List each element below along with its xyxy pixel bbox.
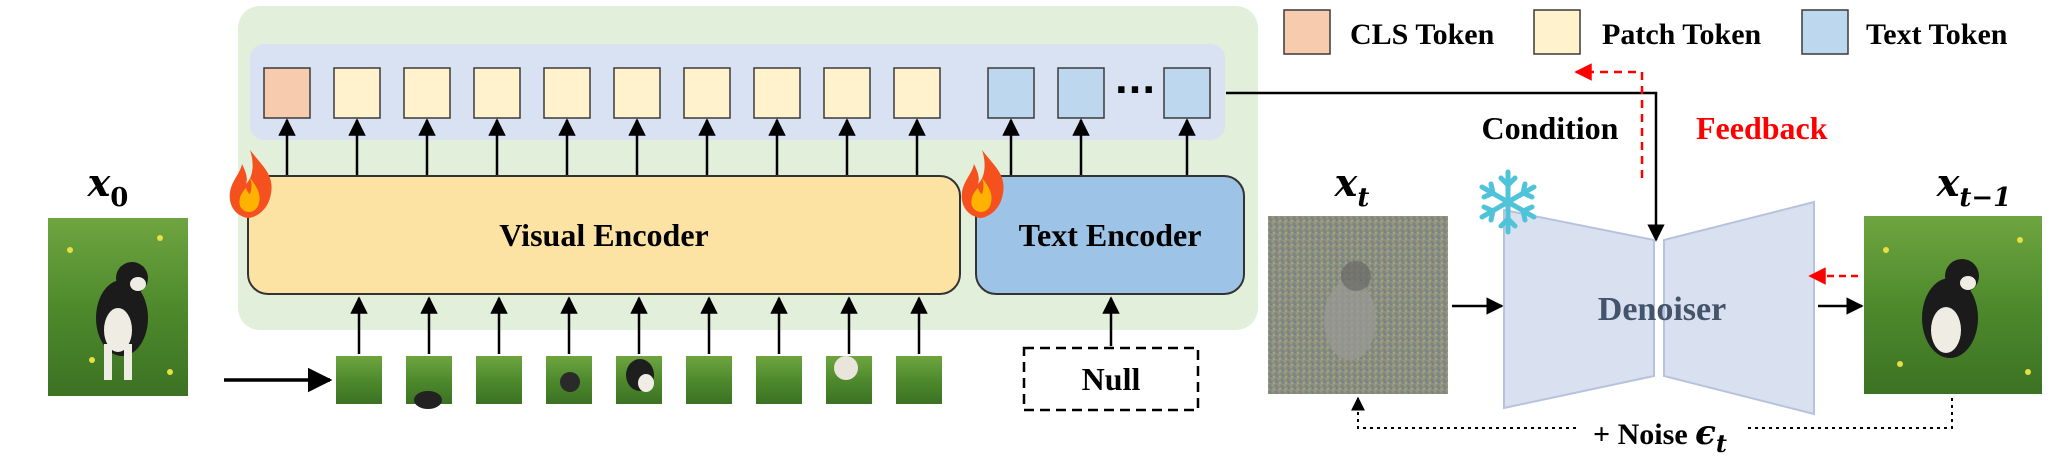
text-token [1163, 67, 1211, 119]
image-patch [476, 356, 522, 404]
patch-to-encoder-arrows [350, 296, 928, 354]
null-label: Null [1082, 361, 1141, 397]
patch-token [683, 67, 731, 119]
text-encoder-box [975, 175, 1245, 295]
legend-patch-label: Patch Token [1602, 18, 1762, 51]
condition-label: Condition [1482, 110, 1619, 146]
image-patch [756, 356, 802, 404]
condition-arrow [1226, 91, 1665, 242]
snowflake-icon [1479, 169, 1537, 235]
xt-label: xt [1334, 160, 1370, 213]
x0-label: x0 [87, 160, 129, 213]
image-patch [686, 356, 732, 404]
legend-patch-swatch [1533, 9, 1581, 55]
visual-encoder-label: Visual Encoder [499, 217, 709, 253]
image-patch [896, 356, 942, 404]
noise-loop-left [1351, 396, 1576, 429]
noise-loop-right [1744, 398, 1953, 429]
token-row: ··· [263, 67, 1211, 119]
patch-token [753, 67, 801, 119]
denoised-image-xt1 [1864, 216, 2042, 394]
text-token [987, 67, 1035, 119]
patch-token [613, 67, 661, 119]
encoder-to-token-arrows [278, 118, 1196, 176]
xt1-label: xt−1 [1936, 160, 2012, 213]
denoiser: Denoiser [1503, 200, 1815, 416]
noise-label: + Noise ϵt [1593, 413, 1727, 458]
feedback-label: Feedback [1696, 110, 1828, 146]
denoiser-label: Denoiser [1598, 291, 1726, 328]
legend-cls-swatch [1283, 9, 1331, 55]
null-box [1022, 346, 1200, 412]
patch-token [823, 67, 871, 119]
legend: CLS Token Patch Token Text Token [1283, 9, 2008, 55]
patch-token [473, 67, 521, 119]
visual-encoder-box [247, 175, 961, 295]
legend-text-label: Text Token [1866, 18, 2008, 51]
cls-token [263, 67, 311, 119]
noisy-image-xt [1268, 216, 1448, 394]
patch-token [333, 67, 381, 119]
patch-token [403, 67, 451, 119]
image-patch [336, 356, 382, 404]
patch-token [543, 67, 591, 119]
clean-image-x0 [48, 218, 188, 396]
text-token [1057, 67, 1105, 119]
feedback-arrow [1574, 63, 1644, 178]
image-patches [336, 356, 942, 409]
token-ellipsis: ··· [1114, 70, 1155, 111]
fire-icon [961, 150, 1004, 218]
legend-cls-label: CLS Token [1350, 18, 1495, 51]
text-encoder-label: Text Encoder [1019, 217, 1202, 253]
fire-icon [229, 150, 272, 218]
patch-token [893, 67, 941, 119]
legend-text-swatch [1801, 9, 1849, 55]
